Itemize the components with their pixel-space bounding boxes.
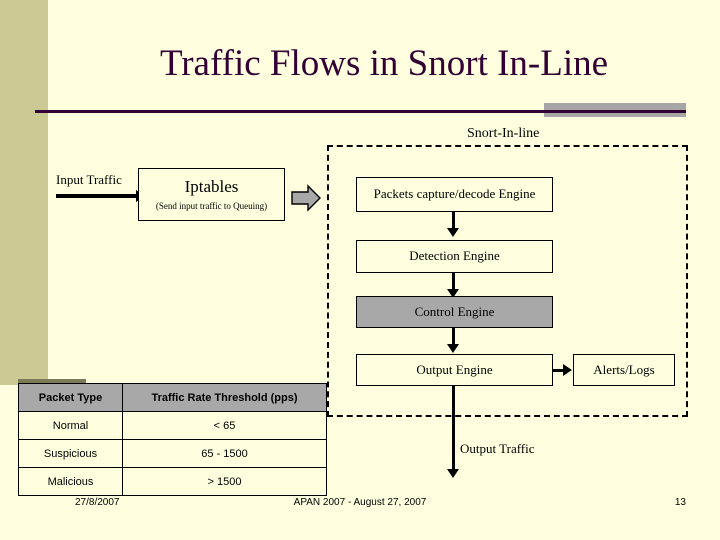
table-cell-packet-type-normal: Normal xyxy=(18,411,123,440)
footer-date: 27/8/2007 xyxy=(75,497,120,508)
traffic-rate-threshold-table: Packet Type Traffic Rate Threshold (pps)… xyxy=(18,383,327,496)
left-band-foot-accent xyxy=(18,379,86,386)
detection-engine-box: Detection Engine xyxy=(356,240,553,273)
table-cell-threshold-malicious: > 1500 xyxy=(122,467,327,496)
output-engine-label: Output Engine xyxy=(416,361,493,377)
iptables-subtitle: (Send input traffic to Queuing) xyxy=(155,201,268,212)
table-cell-packet-type-suspicious: Suspicious xyxy=(18,439,123,468)
queue-transfer-block-arrow xyxy=(291,184,321,212)
page-title: Traffic Flows in Snort In-Line xyxy=(159,43,609,84)
control-to-output-arrow-head xyxy=(447,344,459,353)
alerts-logs-label: Alerts/Logs xyxy=(593,361,655,377)
alerts-logs-box: Alerts/Logs xyxy=(573,354,675,386)
output-to-alerts-arrow-line xyxy=(553,369,565,372)
footer-page-number: 13 xyxy=(674,497,686,508)
table-row: Suspicious 65 - 1500 xyxy=(18,439,327,468)
snort-inline-group-label: Snort-In-line xyxy=(467,126,540,141)
output-traffic-label: Output Traffic xyxy=(460,441,535,456)
table-header-packet-type: Packet Type xyxy=(18,383,123,412)
packets-capture-decode-engine-box: Packets capture/decode Engine xyxy=(356,177,553,212)
table-cell-packet-type-malicious: Malicious xyxy=(18,467,123,496)
table-header-traffic-rate-threshold: Traffic Rate Threshold (pps) xyxy=(122,383,327,412)
table-row: Malicious > 1500 xyxy=(18,467,327,496)
capture-to-detection-arrow-head xyxy=(447,228,459,237)
title-divider-rule xyxy=(35,110,686,113)
table-row: Normal < 65 xyxy=(18,411,327,440)
detection-to-control-arrow-line xyxy=(452,273,455,291)
output-to-alerts-arrow-head xyxy=(563,364,572,376)
control-to-output-arrow-line xyxy=(452,328,455,346)
left-decorative-band xyxy=(0,0,48,385)
output-traffic-arrow-head xyxy=(447,469,459,478)
table-cell-threshold-suspicious: 65 - 1500 xyxy=(122,439,327,468)
snort-inline-boundary xyxy=(327,145,688,417)
output-traffic-arrow-line xyxy=(452,386,455,473)
output-engine-box: Output Engine xyxy=(356,354,553,386)
table-header-row: Packet Type Traffic Rate Threshold (pps) xyxy=(18,383,327,412)
detection-to-control-arrow-head xyxy=(447,289,459,298)
iptables-box: Iptables (Send input traffic to Queuing) xyxy=(138,168,285,221)
control-engine-label: Control Engine xyxy=(414,303,495,319)
packets-capture-decode-engine-label: Packets capture/decode Engine xyxy=(373,186,536,202)
capture-to-detection-arrow-line xyxy=(452,212,455,230)
input-traffic-label: Input Traffic xyxy=(56,172,122,187)
footer-conference: APAN 2007 - August 27, 2007 xyxy=(293,497,427,508)
table-cell-threshold-normal: < 65 xyxy=(122,411,327,440)
iptables-title: Iptables xyxy=(184,176,239,196)
detection-engine-label: Detection Engine xyxy=(409,248,500,264)
control-engine-box: Control Engine xyxy=(356,296,553,328)
input-traffic-arrow-line xyxy=(56,194,138,198)
